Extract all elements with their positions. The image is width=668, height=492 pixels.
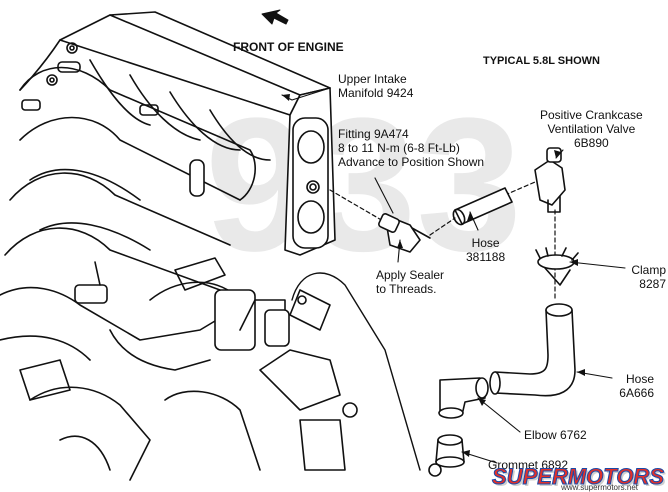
callout-hose-381188: Hose 381188 — [466, 236, 505, 264]
background-watermark-glyph: 933 — [205, 79, 522, 291]
callout-line: 6A666 — [619, 386, 654, 400]
callout-line: 8 to 11 N-m (6-8 Ft-Lb) — [338, 141, 460, 155]
callout-line: Ventilation Valve — [547, 122, 636, 136]
callout-line: Apply Sealer — [376, 268, 445, 282]
callout-line: Hose — [471, 236, 500, 250]
callout-line: Manifold 9424 — [338, 86, 414, 100]
callout-upper-intake-manifold: Upper Intake Manifold 9424 — [338, 72, 413, 100]
callout-line: Advance to Position Shown — [338, 155, 485, 169]
callout-grommet-6892: Grommet 6892 — [488, 458, 568, 472]
hose-6a666 — [489, 303, 576, 397]
typical-engine-note: TYPICAL 5.8L SHOWN — [483, 55, 600, 67]
fitting-9a474 — [378, 213, 431, 253]
elbow-6762 — [438, 377, 489, 419]
vacuum-line — [291, 272, 421, 471]
supermotors-watermark-logo: SUPERMOTORS — [492, 464, 665, 489]
callout-line: Grommet 6892 — [488, 458, 569, 472]
callout-line: 8287 — [639, 277, 666, 291]
callout-line: to Threads. — [376, 282, 437, 296]
leader-arrowheads — [282, 94, 585, 457]
grommet-6892 — [435, 434, 465, 468]
watermark-brand-text: SUPERMOTORS — [492, 464, 665, 489]
callout-fitting-9a474: Fitting 9A474 8 to 11 N-m (6-8 Ft-Lb) Ad… — [338, 127, 484, 169]
callout-hose-6a666: Hose 6A666 — [619, 372, 654, 400]
callout-line: Positive Crankcase — [540, 108, 643, 122]
callout-line: 381188 — [466, 250, 506, 264]
callout-clamp-8287: Clamp 8287 — [631, 263, 666, 291]
callout-elbow-6762: Elbow 6762 — [524, 428, 587, 442]
callout-line: Clamp — [631, 263, 666, 277]
upper-intake-manifold — [0, 11, 442, 481]
front-arrow-icon — [261, 9, 289, 25]
pcv-valve-6b890 — [534, 147, 566, 213]
callout-apply-sealer: Apply Sealer to Threads. — [376, 268, 444, 296]
callout-line: Elbow 6762 — [524, 428, 587, 442]
watermark-url: www.supermotors.net — [561, 483, 638, 492]
front-of-engine-label: FRONT OF ENGINE — [233, 40, 344, 54]
callout-line: 6B890 — [574, 136, 609, 150]
callout-pcv-valve: Positive Crankcase Ventilation Valve 6B8… — [540, 108, 643, 150]
clamp-8287 — [535, 247, 579, 286]
callout-line: Upper Intake — [338, 72, 407, 86]
callout-line: Fitting 9A474 — [338, 127, 409, 141]
callout-line: Hose — [625, 372, 654, 386]
